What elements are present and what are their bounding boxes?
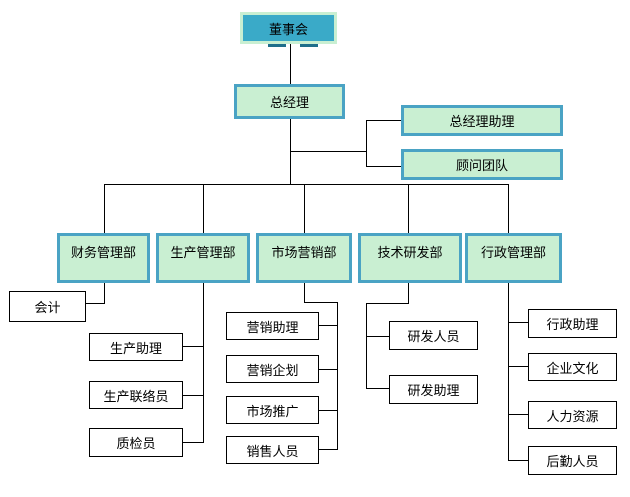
- connector-admin-h3: [508, 414, 529, 415]
- dept-production-label: 生产管理部: [170, 246, 236, 261]
- marketing-child-label: 市场推广: [246, 404, 299, 420]
- dept-marketing: 市场营销部: [256, 233, 352, 283]
- dept-admin: 行政管理部: [465, 233, 562, 283]
- connector-admin-h4: [508, 460, 529, 461]
- production-child-1: 生产助理: [89, 333, 183, 361]
- connector-admin-v: [508, 283, 509, 460]
- board-tick-left: [268, 44, 286, 47]
- connector-tech-v: [366, 303, 367, 388]
- board-node: 董事会: [240, 12, 337, 44]
- admin-child-label: 行政助理: [546, 318, 599, 333]
- connector-tech-top: [366, 303, 409, 304]
- production-child-3: 质检员: [89, 428, 183, 457]
- connector-staff-v: [366, 120, 367, 166]
- board-tick-right: [300, 44, 318, 47]
- connector-finance-down: [104, 283, 105, 303]
- dept-tech: 技术研发部: [358, 233, 462, 283]
- marketing-child-label: 营销助理: [246, 320, 299, 336]
- connector-marketing-h4: [319, 449, 338, 450]
- tech-child-1: 研发人员: [389, 321, 478, 350]
- marketing-child-1: 营销助理: [226, 312, 319, 340]
- connector-dept-tech: [408, 184, 409, 234]
- dept-marketing-label: 市场营销部: [271, 246, 337, 261]
- connector-production-h1: [183, 346, 204, 347]
- production-child-2: 生产联络员: [89, 381, 183, 409]
- advisory-team-label: 顾问团队: [455, 159, 508, 174]
- connector-tech-h2: [366, 388, 390, 389]
- dept-finance: 财务管理部: [57, 233, 150, 283]
- gm-label: 总经理: [269, 96, 309, 111]
- marketing-child-label: 销售人员: [246, 444, 299, 460]
- advisory-team-node: 顾问团队: [401, 149, 563, 180]
- connector-dept-bus: [104, 184, 508, 185]
- connector-dept-production: [203, 184, 204, 234]
- connector-finance-h: [86, 303, 105, 304]
- connector-admin-h1: [508, 322, 529, 323]
- connector-admin-h2: [508, 366, 529, 367]
- connector-marketing-top: [304, 302, 338, 303]
- connector-staff-h1: [366, 120, 402, 121]
- marketing-child-2: 营销企划: [226, 355, 319, 383]
- admin-child-3: 人力资源: [528, 401, 617, 429]
- tech-child-label: 研发人员: [407, 330, 460, 345]
- finance-child-label: 会计: [34, 301, 61, 316]
- board-label: 董事会: [268, 22, 308, 38]
- admin-child-label: 企业文化: [546, 361, 599, 377]
- connector-marketing-h2: [319, 369, 338, 370]
- connector-marketing-down: [304, 283, 305, 302]
- admin-child-label: 人力资源: [546, 409, 599, 425]
- connector-tech-down: [408, 283, 409, 303]
- production-child-label: 质检员: [116, 437, 156, 452]
- dept-production: 生产管理部: [156, 233, 250, 283]
- connector-marketing-h3: [319, 410, 338, 411]
- admin-child-label: 后勤人员: [546, 455, 599, 470]
- marketing-child-4: 销售人员: [226, 436, 319, 464]
- gm-node: 总经理: [234, 84, 345, 119]
- connector-dept-finance: [104, 184, 105, 234]
- connector-production-h2: [183, 395, 204, 396]
- production-child-label: 生产联络员: [103, 389, 169, 405]
- dept-finance-label: 财务管理部: [70, 246, 136, 261]
- gm-assistant-label: 总经理助理: [449, 115, 515, 130]
- tech-child-label: 研发助理: [407, 384, 460, 399]
- connector-dept-admin: [508, 184, 509, 234]
- marketing-child-3: 市场推广: [226, 396, 319, 424]
- connector-marketing-h1: [319, 325, 338, 326]
- tech-child-2: 研发助理: [389, 375, 478, 404]
- connector-board-gm: [290, 44, 291, 86]
- marketing-child-label: 营销企划: [246, 363, 299, 379]
- admin-child-4: 后勤人员: [528, 446, 617, 475]
- dept-admin-label: 行政管理部: [480, 246, 546, 261]
- connector-staff-h: [290, 151, 366, 152]
- gm-assistant-node: 总经理助理: [401, 105, 563, 136]
- production-child-label: 生产助理: [109, 341, 162, 357]
- admin-child-2: 企业文化: [528, 353, 617, 381]
- admin-child-1: 行政助理: [528, 309, 617, 338]
- connector-production-v: [203, 283, 204, 442]
- dept-tech-label: 技术研发部: [377, 246, 443, 261]
- connector-tech-h1: [366, 336, 390, 337]
- connector-dept-marketing: [304, 184, 305, 234]
- connector-production-h3: [183, 442, 204, 443]
- finance-child-accounting: 会计: [9, 291, 86, 322]
- connector-staff-h2: [366, 166, 402, 167]
- connector-marketing-v: [337, 302, 338, 449]
